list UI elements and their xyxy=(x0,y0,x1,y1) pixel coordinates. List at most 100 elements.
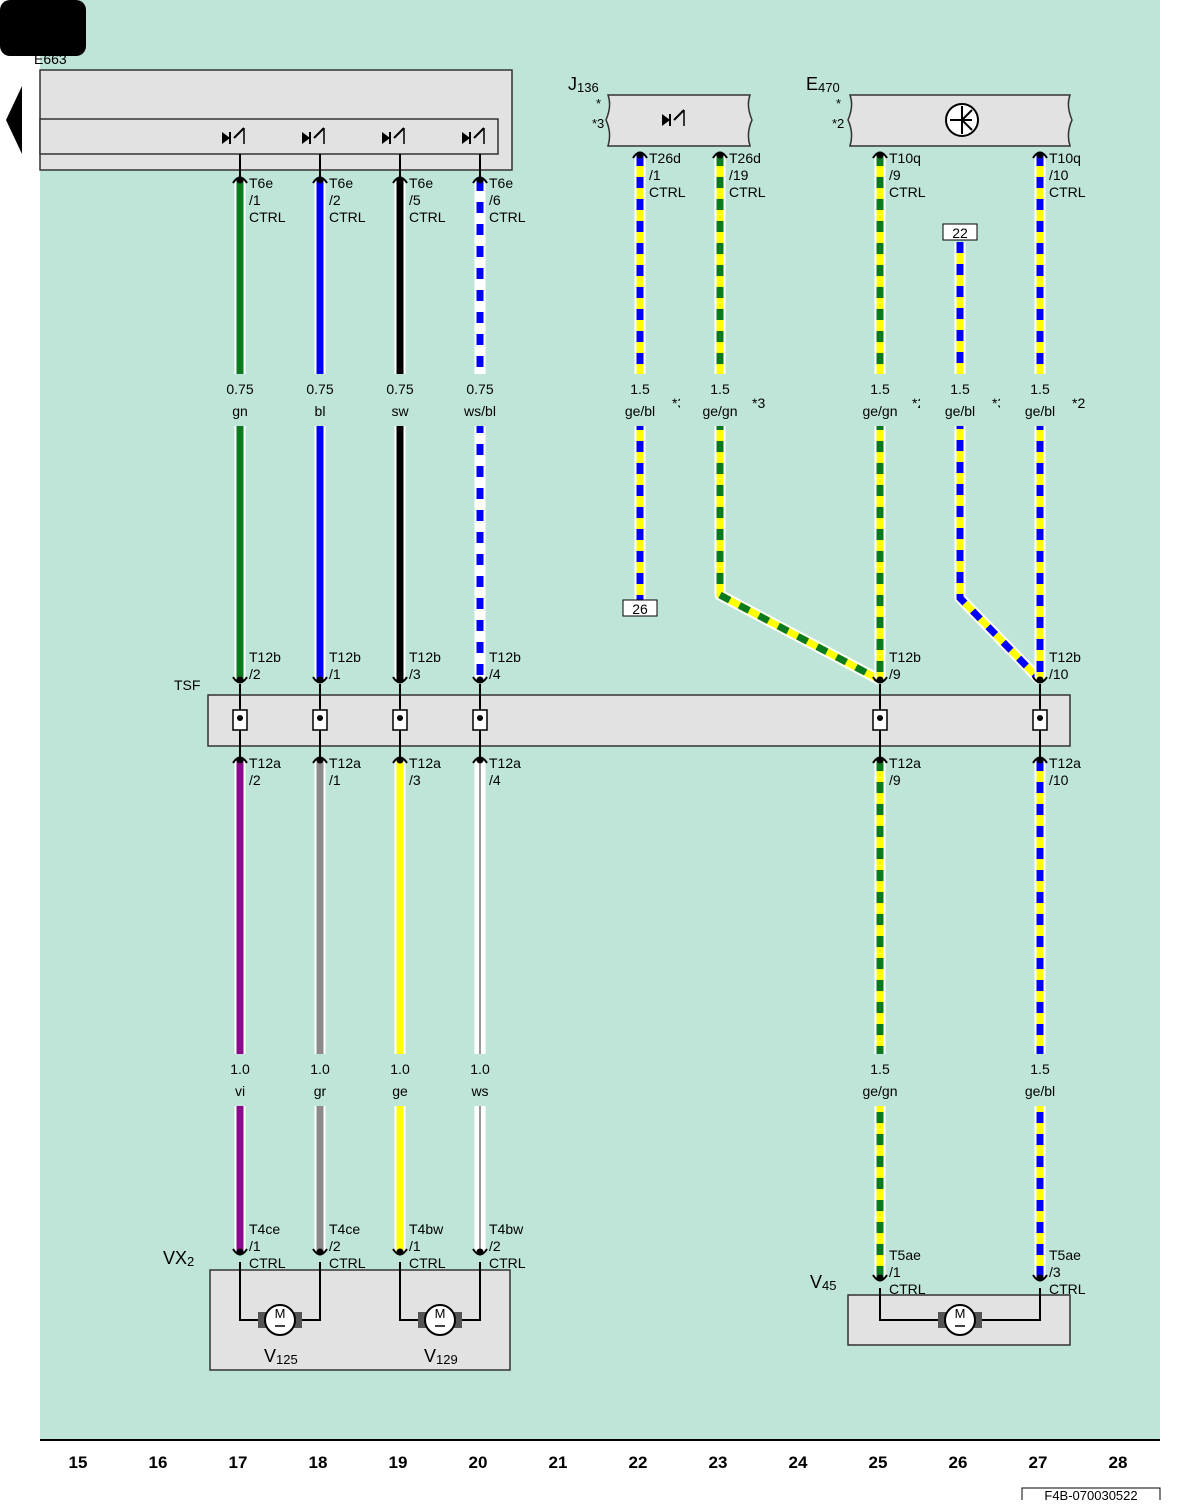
pin-number: /1 xyxy=(329,772,341,788)
tsf-pin-dot xyxy=(1037,715,1043,721)
wire-label-gap xyxy=(680,374,760,426)
pin-connector: T12b xyxy=(889,649,921,665)
wire-label-gap xyxy=(600,374,680,426)
tsf-pin-icon xyxy=(312,684,328,757)
terminal-dot xyxy=(236,1248,244,1256)
pin-number: /2 xyxy=(329,1238,341,1254)
wire-gauge: 1.5 xyxy=(1030,381,1050,397)
pin-number: /10 xyxy=(1049,772,1069,788)
grid-number-16: 16 xyxy=(149,1453,168,1472)
pin-number: /3 xyxy=(1049,1264,1061,1280)
pin-ctrl: CTRL xyxy=(329,1255,366,1271)
terminal-dot xyxy=(1036,756,1044,764)
pin-connector: T26d xyxy=(729,150,761,166)
pin-number: /9 xyxy=(889,772,901,788)
page-tab[interactable] xyxy=(0,0,86,56)
pin-number: /6 xyxy=(489,192,501,208)
v45-label: V45 xyxy=(810,1272,836,1293)
pin-number: /1 xyxy=(649,167,661,183)
terminal-dot xyxy=(876,151,884,159)
pin-ctrl: CTRL xyxy=(889,184,926,200)
wire-label-gap xyxy=(200,1054,280,1106)
wire-gauge: 0.75 xyxy=(226,381,253,397)
terminal-dot xyxy=(876,676,884,684)
pin-connector: T12b xyxy=(329,649,361,665)
pin-connector: T4ce xyxy=(329,1221,360,1237)
wire-gauge: 1.0 xyxy=(310,1061,330,1077)
back-arrow-icon[interactable] xyxy=(6,86,22,154)
diagram-code: F4B-070030522 xyxy=(1044,1488,1137,1500)
pin-connector: T10q xyxy=(889,150,921,166)
pin-number: /1 xyxy=(409,1238,421,1254)
pin-connector: T26d xyxy=(649,150,681,166)
terminal-dot xyxy=(1036,1274,1044,1282)
switch-led xyxy=(302,132,310,144)
pin-number: /5 xyxy=(409,192,421,208)
wire-color-code: ge xyxy=(392,1083,408,1099)
terminal-dot xyxy=(476,676,484,684)
switch-icon xyxy=(382,127,405,144)
wire-label-gap xyxy=(1000,1054,1080,1106)
tsf-pin-icon xyxy=(392,684,408,757)
terminal-dot xyxy=(716,151,724,159)
e663-label: E663 xyxy=(34,51,67,67)
pin-connector: T12a xyxy=(489,755,521,771)
tsf-pin-dot xyxy=(237,715,243,721)
wire-gauge: 1.5 xyxy=(950,381,970,397)
pin-connector: T12a xyxy=(1049,755,1081,771)
e470-label: E470 xyxy=(806,74,840,95)
wire-label-gap xyxy=(280,1054,360,1106)
wire-gauge: 1.5 xyxy=(710,381,730,397)
wire-color-code: ge/bl xyxy=(1025,403,1055,419)
wire-ref: 26 xyxy=(632,601,648,617)
wire-gauge: 1.0 xyxy=(390,1061,410,1077)
terminal-dot xyxy=(476,1248,484,1256)
wire-color-code: bl xyxy=(315,403,326,419)
wire-note: *2 xyxy=(1072,395,1085,411)
switch-led xyxy=(662,114,670,126)
pin-connector: T6e xyxy=(489,175,513,191)
pin-number: /4 xyxy=(489,666,501,682)
wire-color-code: ge/bl xyxy=(1025,1083,1055,1099)
grid-number-28: 28 xyxy=(1109,1453,1128,1472)
wires-layer: 0.75gnT6e/1CTRLT12b/20.75blT6e/2CTRLT12b… xyxy=(200,109,1086,1297)
terminal-dot xyxy=(316,1248,324,1256)
wire-stripe-color xyxy=(716,155,882,684)
switch-lever xyxy=(393,127,405,139)
grid-number-26: 26 xyxy=(949,1453,968,1472)
wire-label-gap xyxy=(840,374,920,426)
wire-color-code: ge/bl xyxy=(625,403,655,419)
wire-gauge: 1.5 xyxy=(630,381,650,397)
pin-connector: T6e xyxy=(409,175,433,191)
grid-number-22: 22 xyxy=(629,1453,648,1472)
j136-star: * xyxy=(596,96,601,111)
pin-connector: T4bw xyxy=(409,1221,444,1237)
wire-label-gap xyxy=(920,374,1000,426)
wire-label-gap xyxy=(360,1054,440,1106)
switch-led xyxy=(462,132,470,144)
pin-number: /3 xyxy=(409,772,421,788)
pin-connector: T12b xyxy=(489,649,521,665)
pin-ctrl: CTRL xyxy=(1049,184,1086,200)
pin-connector: T12a xyxy=(329,755,361,771)
wire-w26: 1.5ge/bl*322 xyxy=(920,223,1044,684)
e470-star: * xyxy=(836,96,841,111)
pin-connector: T10q xyxy=(1049,150,1081,166)
pin-number: /9 xyxy=(889,167,901,183)
pin-number: /10 xyxy=(1049,167,1069,183)
grid-number-17: 17 xyxy=(229,1453,248,1472)
wire-note: *3 xyxy=(752,395,765,411)
pin-number: /2 xyxy=(489,1238,501,1254)
v45-motor-icon: M xyxy=(938,1304,982,1336)
grid-number-24: 24 xyxy=(789,1453,808,1472)
tsf-pin-icon xyxy=(1032,684,1048,757)
wire-color-code: ge/gn xyxy=(702,403,737,419)
switch-led xyxy=(222,132,230,144)
